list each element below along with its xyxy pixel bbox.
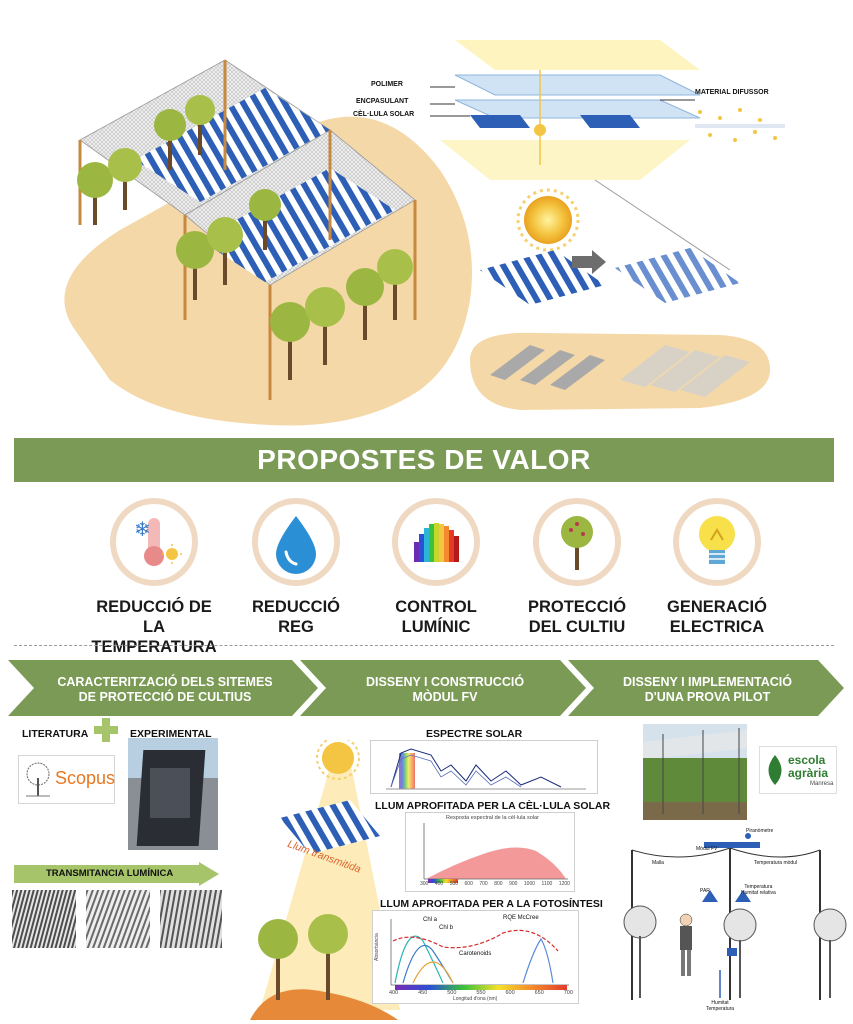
process-steps <box>8 660 844 716</box>
carotenoids-label: Carotenoids <box>459 951 492 957</box>
vp-light-circle <box>392 498 480 586</box>
pyranometer-icon <box>745 833 751 839</box>
layer-label-diffuser: MATERIAL DIFUSSOR <box>695 89 769 96</box>
sun-icon <box>524 196 572 244</box>
light-illustration <box>250 740 400 1020</box>
pv-module-icon <box>704 842 760 848</box>
photo-chart-ylabel: Absorbància <box>374 933 380 961</box>
tree-icon <box>561 516 593 570</box>
thermometer-snow-sun-icon: ❄ <box>134 517 182 566</box>
rqe-label: RQE McCree <box>503 915 539 921</box>
experimental-photo <box>128 738 218 850</box>
label-piranometre: Piranòmetre <box>746 828 774 834</box>
chl-a-label: Chl a <box>423 917 438 923</box>
step-2-chevron <box>300 660 586 716</box>
transmitancia-label: TRANSMITANCIA LUMÍNICA <box>46 868 174 879</box>
mesh-sample-1 <box>12 890 76 948</box>
vp-water-circle <box>252 498 340 586</box>
svg-text:❄: ❄ <box>134 517 151 541</box>
orchard-photo <box>643 724 747 820</box>
layer-label-encapsulant: ENCPASULANT <box>356 98 409 105</box>
chl-b-label: Chl b <box>439 925 454 931</box>
label-temp-hr: Temperatura Humitat relativa <box>741 884 776 896</box>
pv-panel-diffused <box>615 248 740 303</box>
section-divider <box>14 645 834 646</box>
pv-strip-1 <box>135 88 330 202</box>
mesh-samples <box>12 890 222 948</box>
leaf-logo-icon <box>768 755 782 785</box>
sun-small-icon <box>322 742 354 774</box>
pilot-sensor-diagram <box>623 833 847 1000</box>
label-par: PAR <box>700 888 710 894</box>
light-spectrum-icon <box>414 523 459 562</box>
cell-light-title: LLUM APROFITADA PER LA CÈL·LULA SOLAR <box>375 800 611 812</box>
label-temp-modul: Temperatura mòdul <box>754 860 798 866</box>
label-modul: Mòdul FV <box>696 846 718 852</box>
tree-row <box>77 95 413 380</box>
label-malla: Malla <box>652 860 664 866</box>
cell-response-chart: Resposta espectral de la cèl·lula solar … <box>405 812 575 892</box>
par-sensor-icon <box>702 890 718 902</box>
plus-icon <box>94 718 118 742</box>
value-propositions-banner: PROPOSTES DE VALOR <box>14 438 834 482</box>
pv-module <box>280 800 380 854</box>
layer-label-cell: CÈL·LULA SOLAR <box>353 111 415 118</box>
layer-label-polimer: POLIMER <box>371 81 403 88</box>
vp-crop-circle <box>533 498 621 586</box>
pv-strip-2 <box>200 168 395 282</box>
escola-agraria-logo: escola agrària Manresa <box>759 746 837 794</box>
vp-temperature-circle: ❄ <box>110 498 198 586</box>
cell-chart-title: Resposta espectral de la cèl·lula solar <box>446 815 539 821</box>
experimental-label: EXPERIMENTAL <box>130 728 212 740</box>
tree-engraving-icon <box>26 762 50 797</box>
scopus-logo: Scopus <box>18 755 115 804</box>
person-icon <box>679 913 693 976</box>
layer-top <box>455 40 700 70</box>
step-1-chevron <box>8 660 318 716</box>
transmitancia-arrow <box>14 862 219 886</box>
temp-sensor-icon <box>735 890 751 902</box>
photo-chart-xlabel: Longitud d'ona (nm) <box>453 996 498 1002</box>
spectrum-title: ESPECTRE SOLAR <box>426 728 523 740</box>
agrivoltaic-scene <box>64 40 785 426</box>
light-bulb-icon <box>699 516 735 564</box>
mesh-sample-2 <box>86 890 150 948</box>
step-3-chevron <box>568 660 844 716</box>
arrow-right-icon <box>572 250 606 274</box>
photosynthesis-title: LLUM APROFITADA PER A LA FOTOSÍNTESI <box>380 898 603 910</box>
vp-power-circle <box>673 498 761 586</box>
mesh-sample-3 <box>160 890 222 948</box>
water-drop-icon <box>276 516 316 574</box>
label-humitat: Humitat Temperatura <box>706 1000 735 1012</box>
spectrum-chart <box>370 740 598 794</box>
literatura-label: LITERATURA <box>22 728 89 740</box>
